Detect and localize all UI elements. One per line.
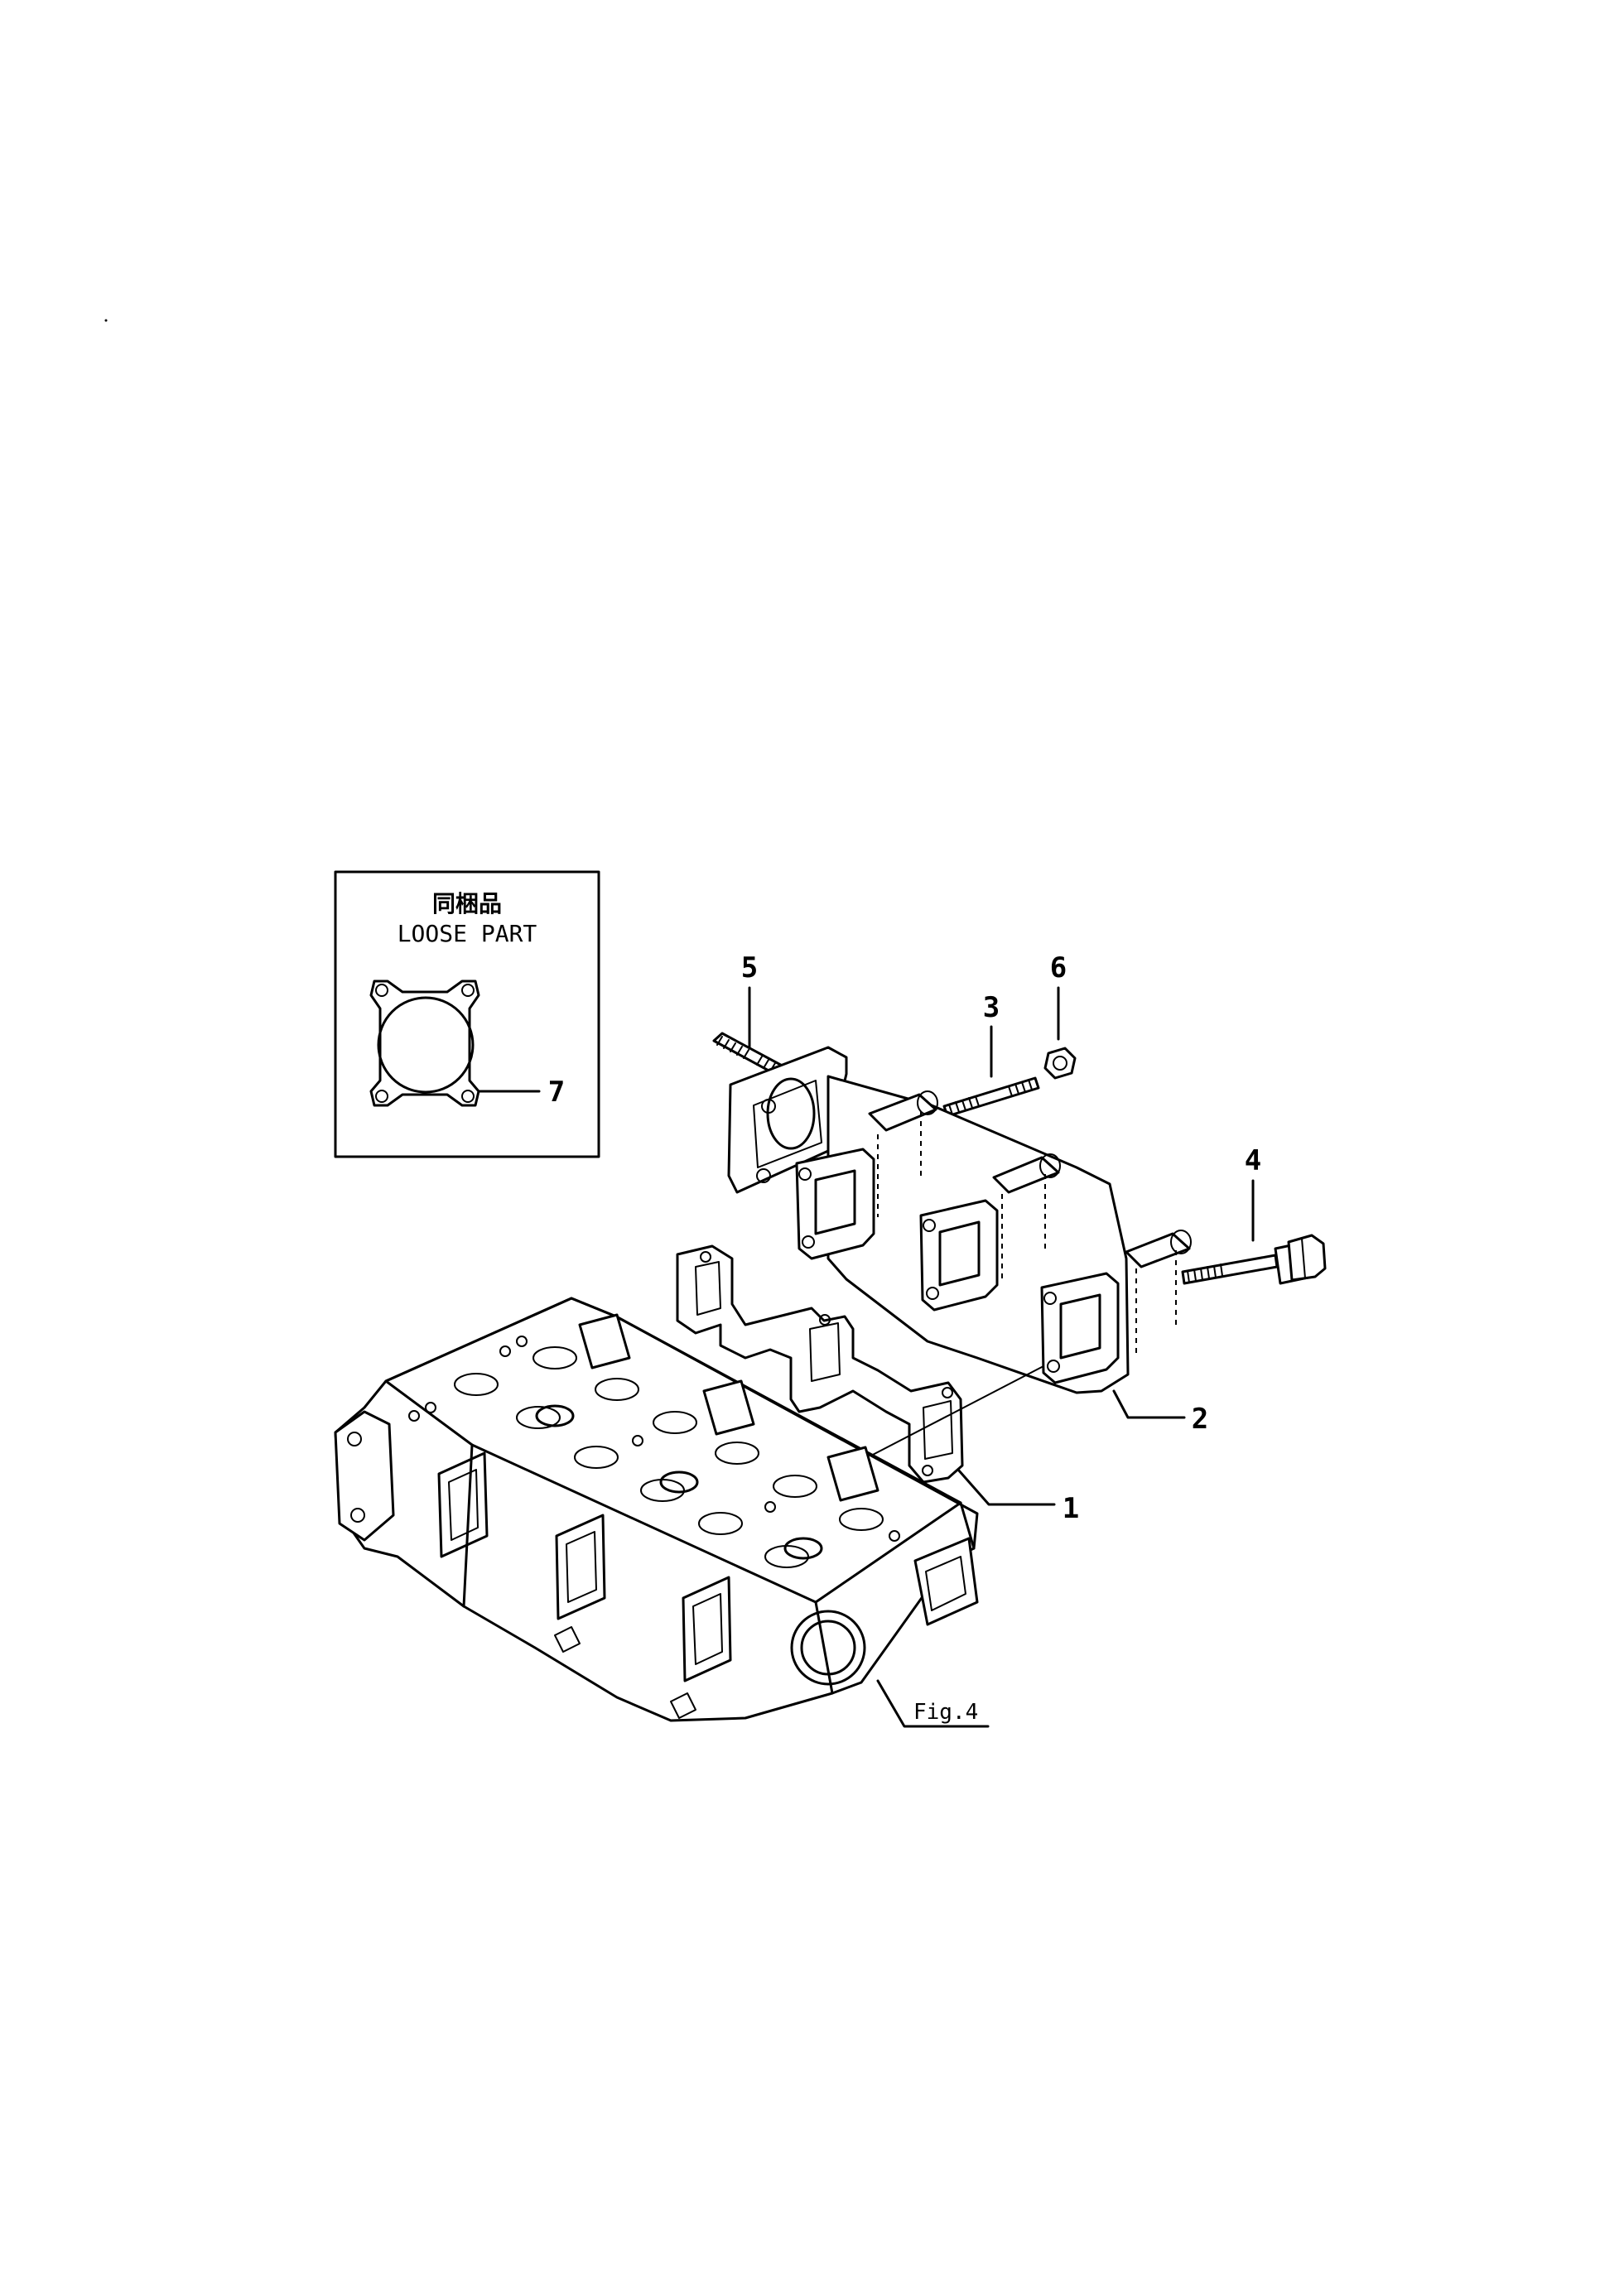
loose-part-title-en: LOOSE PART	[398, 920, 537, 947]
loose-part-title-jp: 同梱品	[432, 890, 502, 917]
flange-bolt-part-4	[1181, 1234, 1327, 1285]
alignment-line	[867, 1365, 1044, 1458]
figure-ref-label: Fig.4	[913, 1700, 978, 1725]
callout-7: 7	[548, 1076, 565, 1109]
cylinder-head	[334, 1297, 979, 1722]
callout-6: 6	[1050, 951, 1067, 984]
stray-dot	[104, 319, 108, 322]
leader-line-fig4	[876, 1679, 990, 1728]
callout-2: 2	[1192, 1403, 1208, 1436]
callout-3: 3	[983, 991, 1000, 1024]
exhaust-manifold-part-2	[727, 1046, 1192, 1394]
leader-line-1	[957, 1468, 1056, 1506]
manifold-gasket-part-1	[676, 1244, 964, 1484]
callout-5: 5	[741, 951, 758, 984]
callout-1: 1	[1063, 1492, 1079, 1525]
callout-4: 4	[1245, 1144, 1261, 1177]
loose-part-box: 同梱品 LOOSE PART 7	[334, 870, 600, 1158]
gasket-part-7	[369, 980, 480, 1107]
bolt-part-3	[942, 1076, 1040, 1118]
leader-line-2	[1112, 1389, 1186, 1419]
nut-part-6	[1043, 1047, 1077, 1080]
